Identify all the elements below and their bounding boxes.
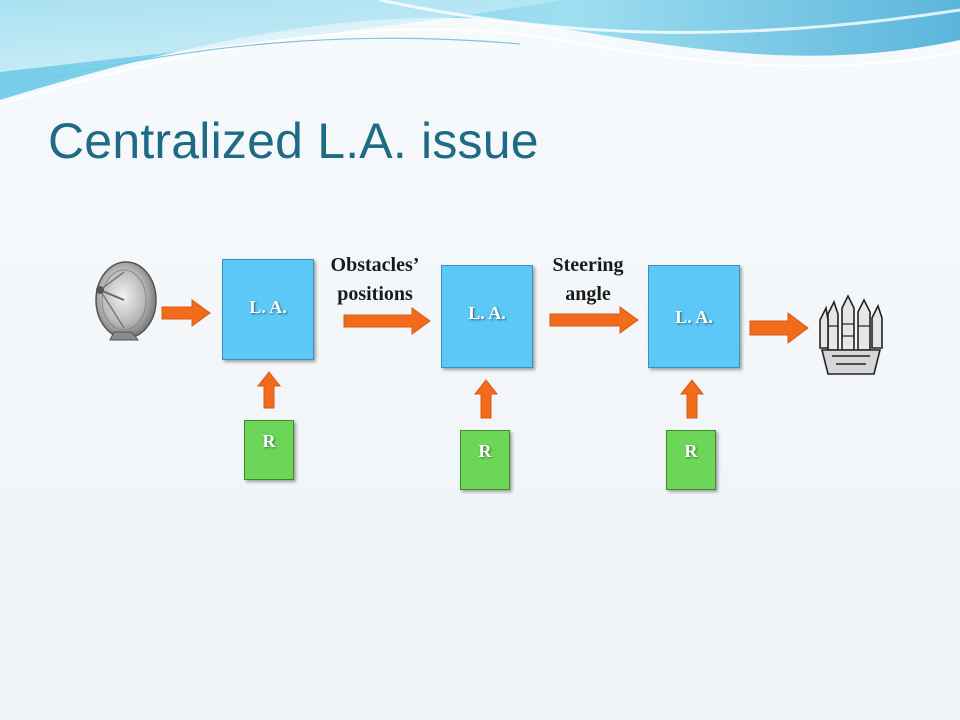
arrow-up-icon — [473, 379, 499, 419]
r-box-label: R — [262, 431, 276, 451]
slide-title: Centralized L.A. issue — [48, 113, 539, 169]
la-box-label: L. A. — [249, 297, 287, 317]
obstacles-label-line2: positions — [337, 283, 413, 305]
la-box-2: L. A. — [441, 265, 533, 368]
header-wave-decoration — [0, 0, 960, 105]
r-box-2: R — [460, 430, 510, 490]
steering-label-line1: Steering — [552, 254, 624, 276]
la-box-3: L. A. — [648, 265, 740, 368]
la-box-label: L. A. — [675, 307, 713, 327]
r-box-3: R — [666, 430, 716, 490]
arrow-up-icon — [256, 371, 282, 409]
arrow-up-icon — [679, 379, 705, 419]
la-box-label: L. A. — [468, 303, 506, 323]
r-box-label: R — [478, 441, 492, 461]
steering-label-line2: angle — [565, 283, 611, 305]
r-box-1: R — [244, 420, 294, 480]
radar-dish-icon — [95, 261, 157, 341]
obstacles-label-line1: Obstacles’ — [330, 254, 420, 276]
steering-angle-label: Steering angle — [536, 251, 640, 309]
obstacles-positions-label: Obstacles’ positions — [312, 251, 438, 309]
robot-effector-icon — [819, 294, 883, 375]
arrow-right-icon — [161, 299, 211, 327]
arrow-right-icon — [549, 306, 639, 334]
la-box-1: L. A. — [222, 259, 314, 360]
arrow-right-icon — [343, 307, 431, 335]
arrow-right-icon — [749, 312, 809, 344]
r-box-label: R — [684, 441, 698, 461]
